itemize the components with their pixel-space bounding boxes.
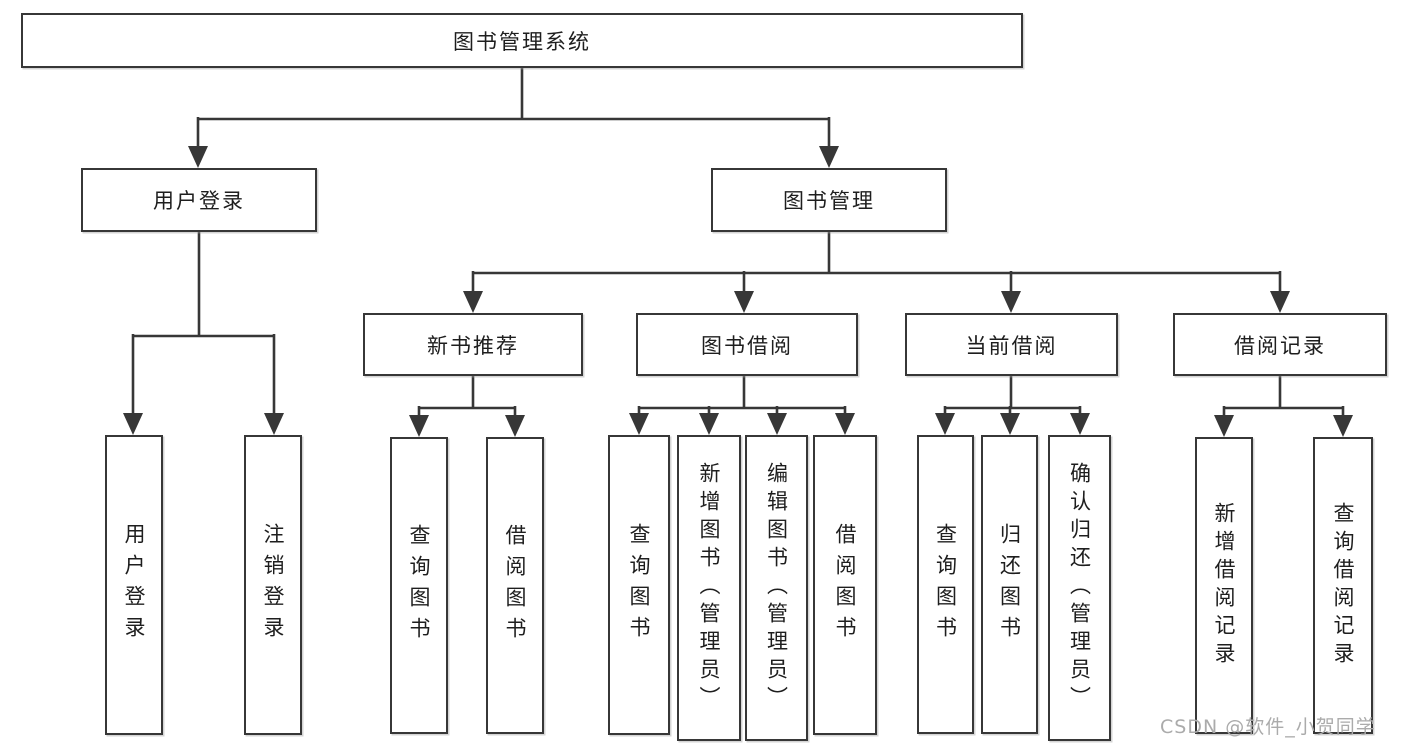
node-current-borrow: 当前借阅 [905,313,1118,376]
arrowheads [123,146,1353,437]
leaf-query-books-recommend: 查询图书 [390,437,448,734]
leaf-logout: 注销登录 [244,435,302,735]
leaf-borrow-books: 借阅图书 [813,435,877,735]
leaf-query-books-borrow: 查询图书 [608,435,670,735]
csdn-watermark: CSDN @软件_小贺同学 [1160,716,1376,738]
node-book-borrow: 图书借阅 [636,313,858,376]
node-root-system: 图书管理系统 [21,13,1023,68]
node-user-login: 用户登录 [81,168,317,232]
node-book-management: 图书管理 [711,168,947,232]
leaf-query-borrow-record: 查询借阅记录 [1313,437,1373,734]
node-new-book-recommend: 新书推荐 [363,313,583,376]
leaf-return-books: 归还图书 [981,435,1038,734]
leaf-confirm-return-admin: 确认归还（管理员） [1048,435,1111,741]
leaf-query-books-current: 查询图书 [917,435,974,734]
leaf-borrow-books-recommend: 借阅图书 [486,437,544,734]
leaf-add-borrow-record: 新增借阅记录 [1195,437,1253,734]
leaf-add-books-admin: 新增图书（管理员） [677,435,741,741]
leaf-edit-books-admin: 编辑图书（管理员） [745,435,808,741]
node-borrow-record: 借阅记录 [1173,313,1387,376]
leaf-user-login: 用户登录 [105,435,163,735]
